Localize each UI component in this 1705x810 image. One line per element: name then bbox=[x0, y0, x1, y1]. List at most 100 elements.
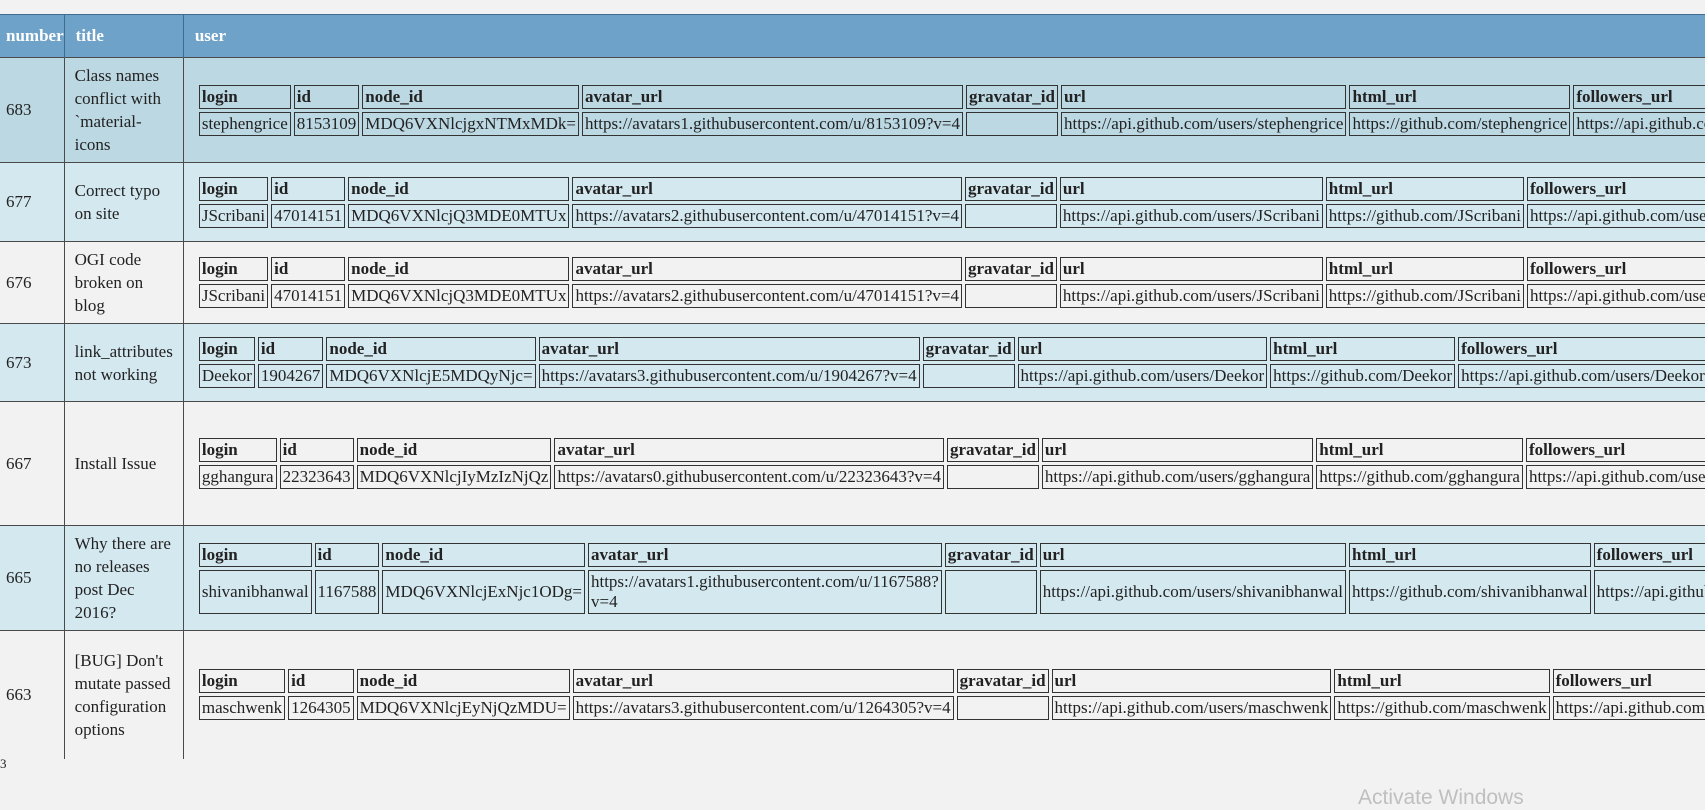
user-field-url[interactable]: https://api.github.com/users/JScribani bbox=[1059, 284, 1323, 308]
user-field-header-avatar-url: avatar_url bbox=[572, 669, 954, 694]
user-field-header-avatar-url: avatar_url bbox=[582, 84, 964, 109]
user-field-url[interactable]: https://api.github.com/users/stephengric… bbox=[1060, 111, 1347, 136]
user-field-header-login: login bbox=[198, 669, 286, 694]
column-header-number[interactable]: number bbox=[0, 14, 65, 58]
user-field-avatar-url[interactable]: https://avatars2.githubusercontent.com/u… bbox=[572, 284, 962, 308]
user-field-header-html-url: html_url bbox=[1316, 438, 1523, 462]
user-field-header-node-id: node_id bbox=[382, 542, 585, 567]
user-field-avatar-url[interactable]: https://avatars1.githubusercontent.com/u… bbox=[587, 569, 942, 614]
user-field-url[interactable]: https://api.github.com/users/Deekor bbox=[1017, 364, 1268, 388]
user-field-header-html-url: html_url bbox=[1325, 176, 1524, 201]
user-field-header-node-id: node_id bbox=[348, 257, 570, 281]
column-header-user[interactable]: user bbox=[182, 14, 1705, 58]
user-field-avatar-url[interactable]: https://avatars1.githubusercontent.com/u… bbox=[582, 111, 964, 136]
user-field-header-gravatar-id: gravatar_id bbox=[946, 438, 1039, 462]
user-field-followers-url[interactable]: https://api.github.com/users/shivanibhan… bbox=[1593, 569, 1705, 614]
user-field-header-login: login bbox=[198, 257, 269, 281]
user-field-header-id: id bbox=[279, 438, 354, 462]
user-field-id: 1264305 bbox=[288, 696, 354, 721]
user-field-header-followers-url: followers_url bbox=[1552, 669, 1705, 694]
user-field-url[interactable]: https://api.github.com/users/shivanibhan… bbox=[1039, 569, 1347, 614]
user-field-url[interactable]: https://api.github.com/users/gghangura bbox=[1041, 465, 1314, 489]
user-field-header-login: login bbox=[198, 337, 255, 361]
user-field-gravatar-id bbox=[922, 364, 1015, 388]
issue-number-cell: 676 bbox=[0, 241, 65, 324]
column-header-title[interactable]: title bbox=[63, 14, 184, 58]
user-field-header-login: login bbox=[198, 176, 269, 201]
issue-title-cell: Class names conflict with `material-icon… bbox=[63, 57, 184, 163]
user-field-node-id: MDQ6VXNlcjEyNjQzMDU= bbox=[356, 696, 570, 721]
user-field-node-id: MDQ6VXNlcjQ3MDE0MTUx bbox=[348, 203, 570, 228]
user-field-header-gravatar-id: gravatar_id bbox=[966, 84, 1058, 109]
user-field-gravatar-id bbox=[966, 111, 1058, 136]
user-field-header-avatar-url: avatar_url bbox=[572, 176, 962, 201]
user-field-avatar-url[interactable]: https://avatars3.githubusercontent.com/u… bbox=[572, 696, 954, 721]
user-field-gravatar-id bbox=[944, 569, 1037, 614]
user-field-followers-url[interactable]: https://api.github.com/users/gghangura/f… bbox=[1525, 465, 1705, 489]
user-field-url[interactable]: https://api.github.com/users/JScribani bbox=[1059, 203, 1323, 228]
user-field-node-id: MDQ6VXNlcjgxNTMxMDk= bbox=[362, 111, 579, 136]
user-field-header-avatar-url: avatar_url bbox=[572, 257, 962, 281]
user-field-html-url[interactable]: https://github.com/JScribani bbox=[1325, 284, 1524, 308]
user-field-followers-url[interactable]: https://api.github.com/users/JScribani/f… bbox=[1527, 203, 1705, 228]
user-field-header-url: url bbox=[1051, 669, 1332, 694]
user-field-url[interactable]: https://api.github.com/users/maschwenk bbox=[1051, 696, 1332, 721]
user-field-header-html-url: html_url bbox=[1349, 84, 1571, 109]
user-field-html-url[interactable]: https://github.com/shivanibhanwal bbox=[1349, 569, 1591, 614]
user-field-header-html-url: html_url bbox=[1349, 542, 1591, 567]
user-field-header-url: url bbox=[1017, 337, 1268, 361]
user-field-id: 47014151 bbox=[271, 284, 346, 308]
user-field-header-followers-url: followers_url bbox=[1573, 84, 1705, 109]
user-field-avatar-url[interactable]: https://avatars0.githubusercontent.com/u… bbox=[554, 465, 944, 489]
user-field-html-url[interactable]: https://github.com/JScribani bbox=[1325, 203, 1524, 228]
user-field-id: 1904267 bbox=[257, 364, 324, 388]
table-header-row: number title user bbox=[0, 14, 1705, 58]
user-field-header-node-id: node_id bbox=[348, 176, 570, 201]
user-field-followers-url[interactable]: https://api.github.com/users/Deekor/foll… bbox=[1458, 364, 1705, 388]
issue-title-cell: OGI code broken on blog bbox=[63, 241, 184, 324]
user-field-header-followers-url: followers_url bbox=[1527, 176, 1705, 201]
user-field-header-node-id: node_id bbox=[356, 438, 552, 462]
user-field-html-url[interactable]: https://github.com/gghangura bbox=[1316, 465, 1523, 489]
user-field-followers-url[interactable]: https://api.github.com/users/stephengric… bbox=[1573, 111, 1705, 136]
user-field-html-url[interactable]: https://github.com/maschwenk bbox=[1334, 696, 1550, 721]
issue-title-cell: Install Issue bbox=[63, 401, 184, 526]
user-field-followers-url[interactable]: https://api.github.com/users/maschwenk/f… bbox=[1552, 696, 1705, 721]
user-field-followers-url[interactable]: https://api.github.com/users/JScribani/f… bbox=[1527, 284, 1705, 308]
user-field-avatar-url[interactable]: https://avatars2.githubusercontent.com/u… bbox=[572, 203, 962, 228]
user-field-header-gravatar-id: gravatar_id bbox=[964, 176, 1057, 201]
user-field-header-id: id bbox=[271, 176, 346, 201]
user-field-avatar-url[interactable]: https://avatars3.githubusercontent.com/u… bbox=[538, 364, 920, 388]
user-field-header-id: id bbox=[293, 84, 360, 109]
user-field-html-url[interactable]: https://github.com/Deekor bbox=[1270, 364, 1456, 388]
user-field-header-node-id: node_id bbox=[356, 669, 570, 694]
user-field-header-followers-url: followers_url bbox=[1458, 337, 1705, 361]
user-field-header-id: id bbox=[271, 257, 346, 281]
user-field-html-url[interactable]: https://github.com/stephengrice bbox=[1349, 111, 1571, 136]
user-field-header-avatar-url: avatar_url bbox=[538, 337, 920, 361]
windows-watermark: Activate Windows bbox=[1358, 786, 1524, 809]
user-field-header-url: url bbox=[1060, 84, 1347, 109]
